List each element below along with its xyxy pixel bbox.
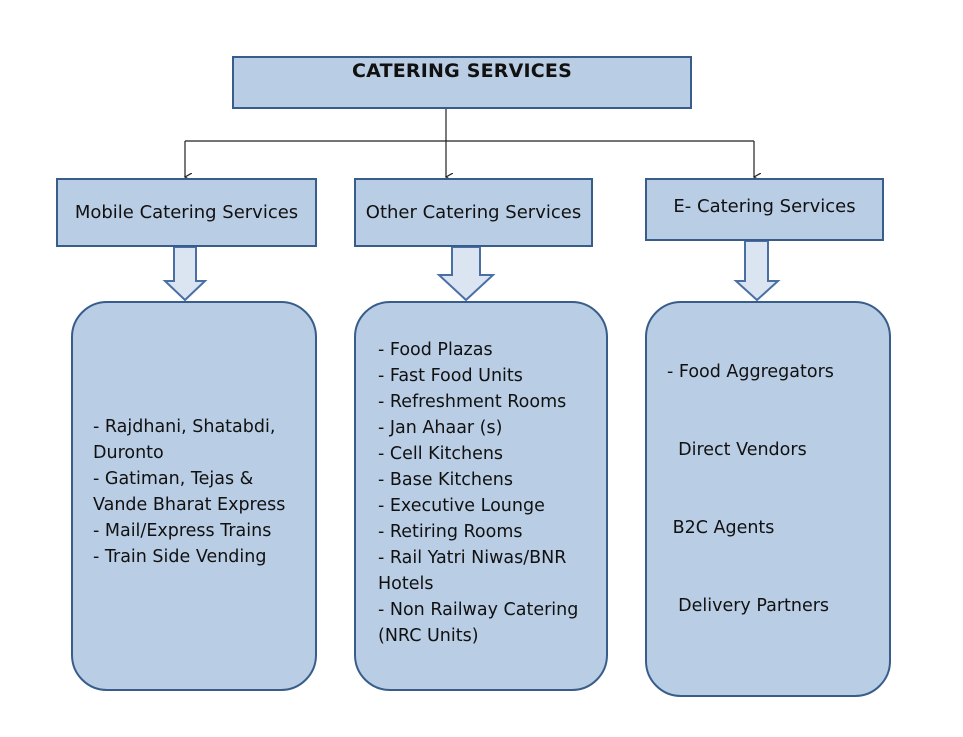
category-label: Mobile Catering Services [74,202,299,223]
category-label: E- Catering Services [673,196,856,217]
list-item: Direct Vendors [667,440,807,460]
list-item: - Fast Food Units [378,366,523,386]
list-item: - Retiring Rooms [378,522,523,542]
item-list: - Food Aggregators Direct Vendors B2C Ag… [667,307,834,671]
list-item: - Jan Ahaar (s) [378,418,503,438]
category-mobile-catering: Mobile Catering Services [56,178,317,247]
category-label: Other Catering Services [365,202,582,223]
panel-other-catering: - Food Plazas - Fast Food Units - Refres… [354,301,608,691]
item-list: - Rajdhani, Shatabdi, Duronto - Gatiman,… [93,414,285,570]
category-other-catering: Other Catering Services [354,178,593,247]
category-e-catering: E- Catering Services [645,178,884,241]
list-item: - Base Kitchens [378,470,513,490]
panel-mobile-catering: - Rajdhani, Shatabdi, Duronto - Gatiman,… [71,301,317,691]
list-item: - Food Plazas [378,340,493,360]
item-list: - Food Plazas - Fast Food Units - Refres… [378,337,578,649]
list-item: - Non Railway Catering (NRC Units) [378,600,579,646]
list-item: - Executive Lounge [378,496,545,516]
panel-e-catering: - Food Aggregators Direct Vendors B2C Ag… [645,301,891,697]
list-item: - Refreshment Rooms [378,392,567,412]
root-node: CATERING SERVICES [232,56,692,109]
block-arrow-other [436,246,496,302]
block-arrow-mobile [162,246,208,302]
list-item: - Gatiman, Tejas & Vande Bharat Express [93,469,286,515]
root-label: CATERING SERVICES [352,60,572,82]
list-item: B2C Agents [667,518,775,538]
list-item: Delivery Partners [667,596,830,616]
list-item: - Mail/Express Trains [93,521,272,541]
block-arrow-ecatering [733,240,781,302]
list-item: - Rajdhani, Shatabdi, Duronto [93,417,276,463]
list-item: - Rail Yatri Niwas/BNR Hotels [378,548,567,594]
list-item: - Train Side Vending [93,547,267,567]
list-item: - Food Aggregators [667,362,834,382]
list-item: - Cell Kitchens [378,444,504,464]
